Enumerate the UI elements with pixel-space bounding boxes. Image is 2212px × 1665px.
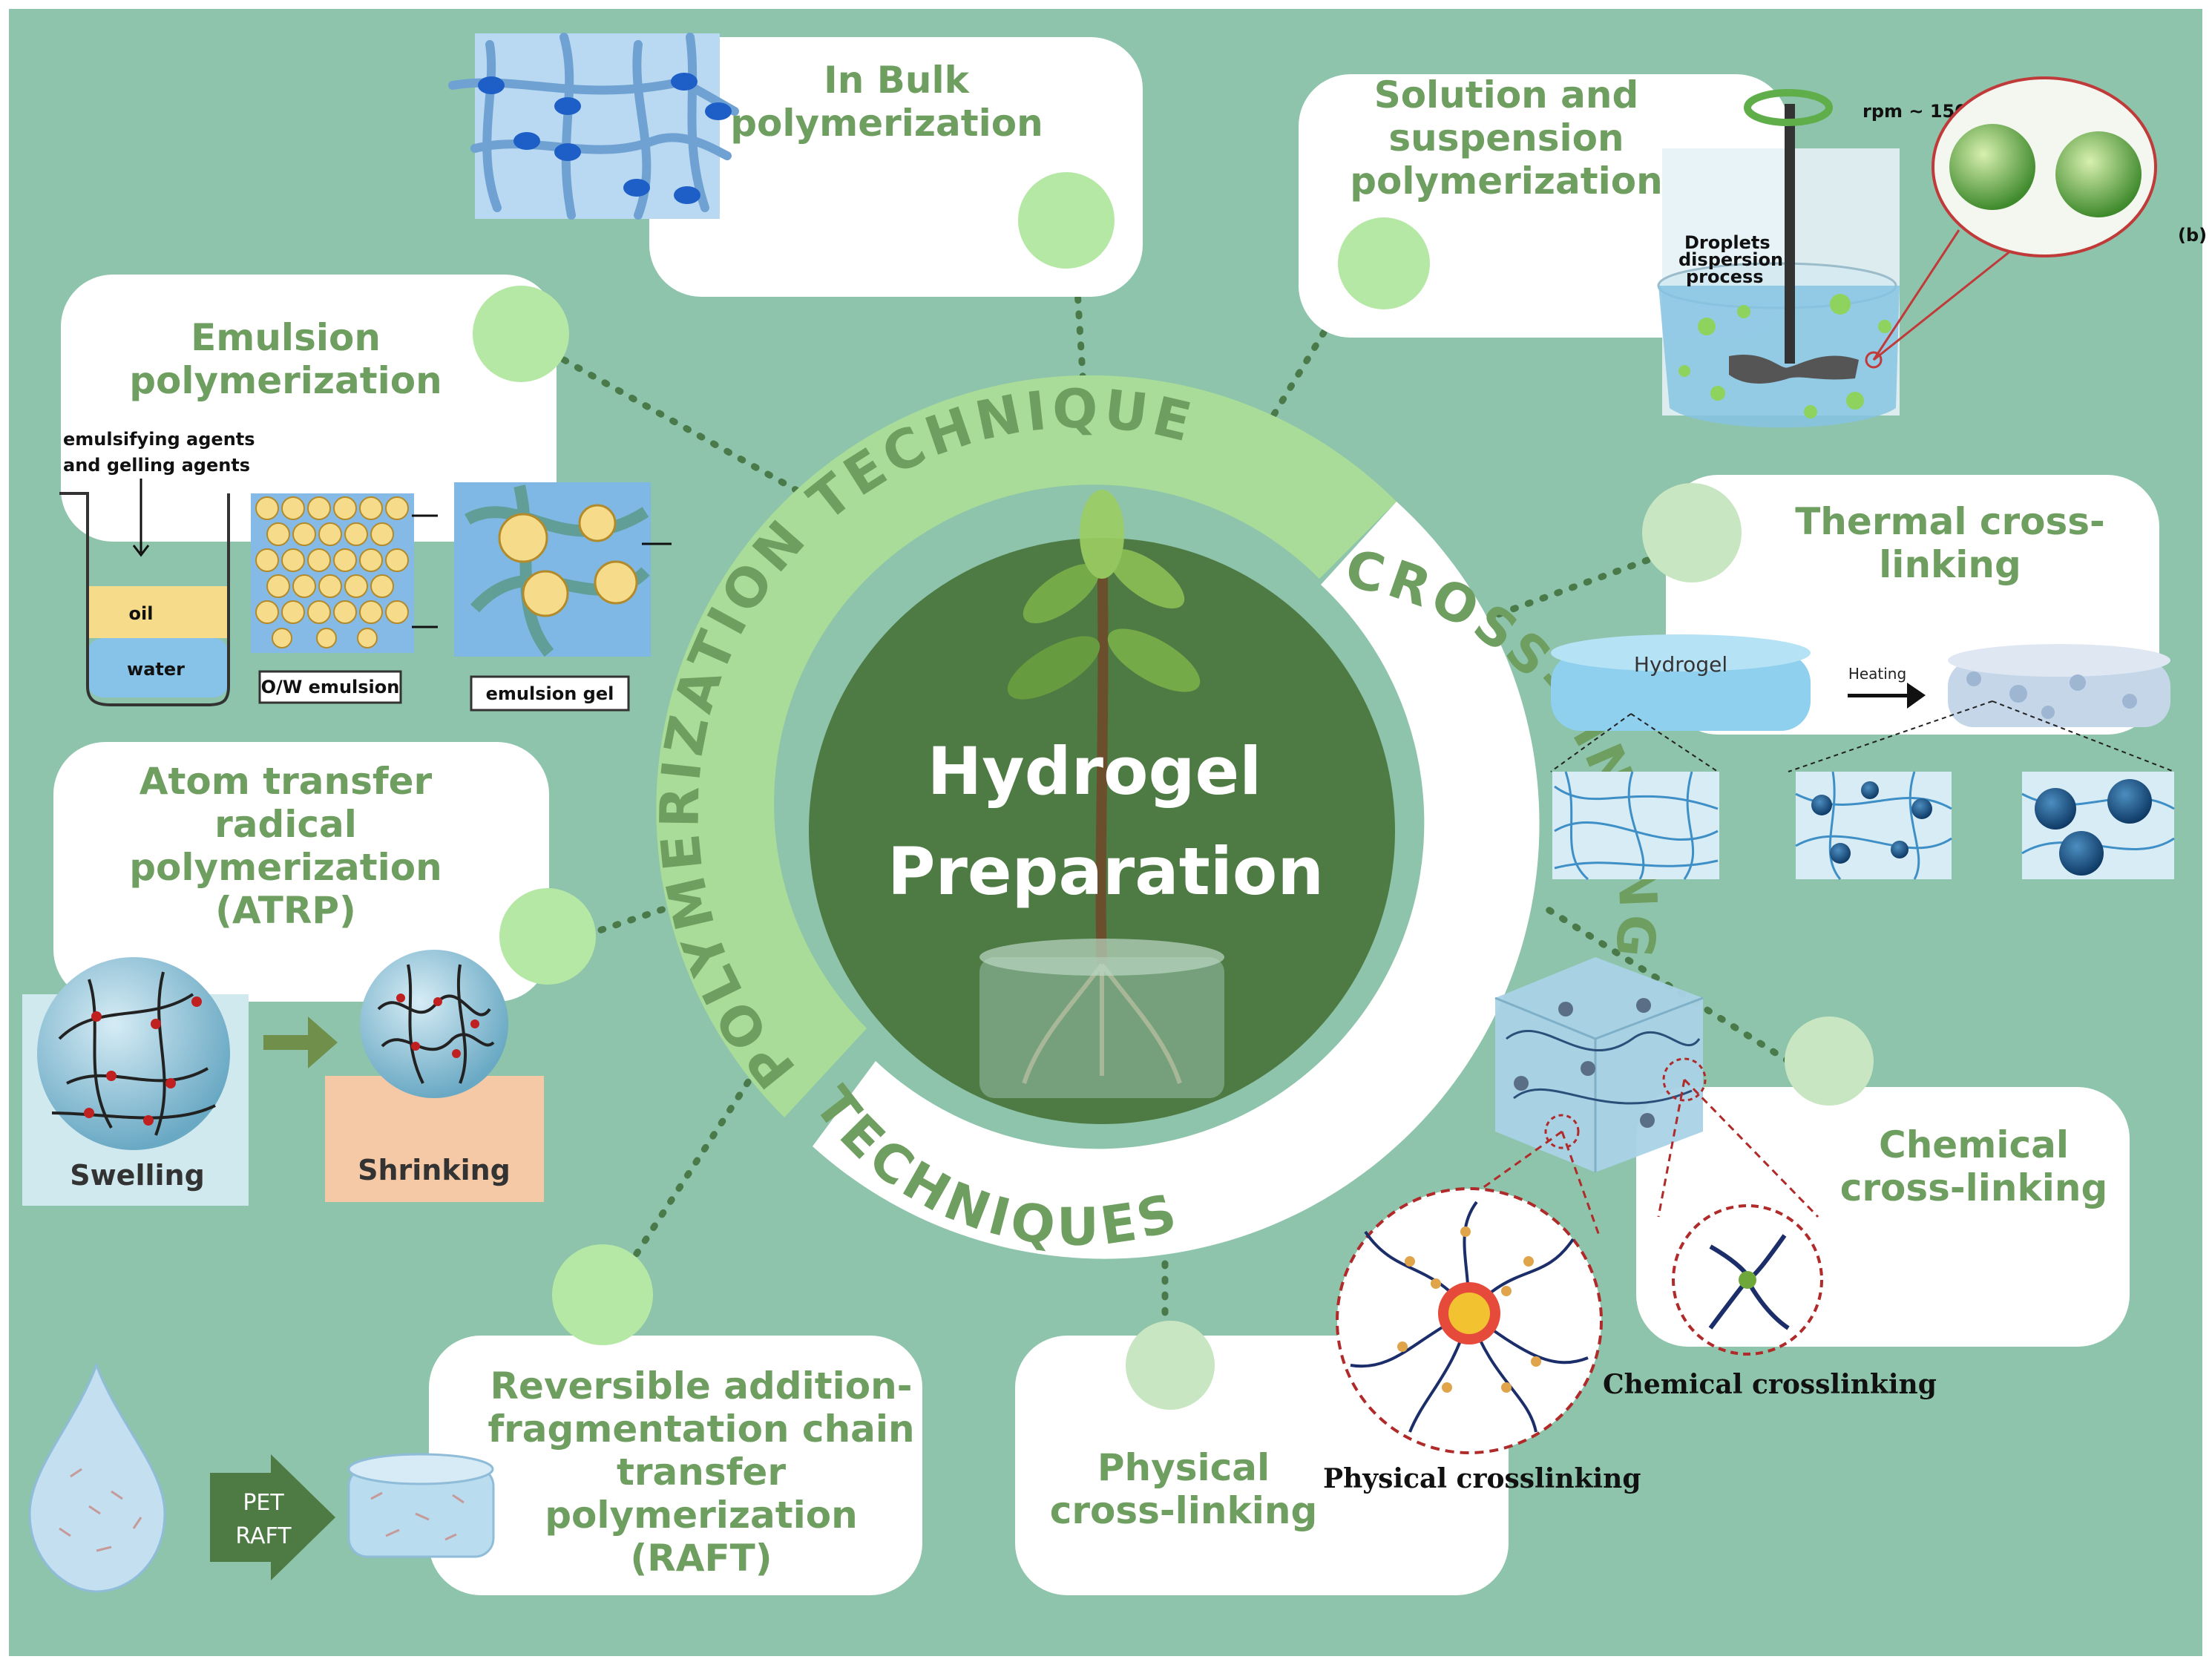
emulsion-water-label: water: [127, 659, 185, 680]
bulk-title-line2: polymerization: [730, 102, 1043, 145]
raft-pet-label: PET: [243, 1490, 284, 1516]
card-bulk: [649, 37, 1143, 297]
chemical-title-line1: Chemical: [1879, 1123, 2069, 1166]
polymerization-ring: [656, 375, 1397, 1118]
raft-title-line1: Reversible addition-: [490, 1364, 913, 1408]
raft-raft-label: RAFT: [235, 1523, 292, 1549]
atrp-shrinking-label: Shrinking: [358, 1154, 511, 1186]
raft-arrow-icon: [210, 1454, 335, 1580]
card-chemical: [1636, 1087, 2130, 1347]
atrp-title-line3: polymerization: [129, 846, 442, 889]
cards: [53, 37, 2159, 1595]
node-atrp: [499, 888, 596, 985]
raft-title-line4: polymerization: [545, 1494, 858, 1537]
emulsion-title-line2: polymerization: [129, 359, 442, 402]
emulsion-illustration: emulsifying agents and gelling agents oi…: [59, 429, 672, 712]
node-physical: [1126, 1321, 1215, 1410]
solution-panel-b: (b): [2178, 225, 2207, 246]
center-title-line2: Preparation: [887, 833, 1324, 910]
connector-atrp: [582, 902, 679, 939]
node-chemical: [1785, 1017, 1874, 1106]
solution-title-line1: Solution and: [1374, 73, 1639, 116]
physical-illustration: Physical crosslinking: [1323, 1187, 1641, 1494]
raft-illustration: PET RAFT: [28, 1362, 495, 1593]
emulsion-gel-caption: emulsion gel: [486, 683, 614, 704]
bulk-network-illustration: [448, 33, 739, 220]
solution-illustration: rpm ~ 1500 Droplets dispersion process (…: [1657, 76, 2207, 428]
atrp-title-line4: (ATRP): [215, 889, 356, 932]
raft-title-line2: fragmentation chain: [488, 1408, 914, 1451]
card-atrp: [53, 742, 549, 1002]
solution-droplets-line1: Droplets: [1684, 232, 1770, 253]
node-raft: [552, 1244, 653, 1345]
solution-title-line3: polymerization: [1350, 160, 1663, 203]
emulsion-title-line1: Emulsion: [191, 316, 381, 359]
atrp-title-line2: radical: [214, 803, 357, 846]
atrp-swelling-label: Swelling: [70, 1159, 205, 1192]
center-title-line1: Hydrogel: [928, 733, 1262, 809]
connector-thermal: [1480, 556, 1651, 623]
bulk-title-line1: In Bulk: [824, 59, 970, 102]
physical-title-line1: Physical: [1097, 1446, 1270, 1489]
thermal-title-line1: Thermal cross-: [1795, 500, 2105, 543]
card-emulsion: [61, 275, 557, 542]
emulsion-agents-line2: and gelling agents: [63, 455, 250, 476]
node-emulsion: [473, 286, 569, 382]
node-thermal: [1642, 483, 1742, 582]
connector-raft: [616, 1065, 761, 1284]
raft-title-line5: (RAFT): [630, 1537, 772, 1580]
thermal-hydrogel-label: Hydrogel: [1634, 652, 1727, 677]
thermal-heating-label: Heating: [1848, 665, 1906, 683]
physical-title-line2: cross-linking: [1050, 1489, 1318, 1532]
emulsion-oil-label: oil: [129, 603, 154, 624]
solution-droplets-line2: dispersion: [1678, 249, 1783, 270]
atrp-arrow-icon: [263, 1017, 338, 1068]
thermal-title-line2: linking: [1879, 543, 2021, 586]
physical-crosslinking-caption: Physical crosslinking: [1323, 1463, 1641, 1494]
card-raft: [429, 1336, 922, 1595]
plant-illustration: [979, 490, 1224, 1098]
chemical-crosslinking-caption: Chemical crosslinking: [1603, 1369, 1937, 1400]
thermal-illustration: Hydrogel Heating: [1550, 634, 2175, 881]
connector-emulsion: [560, 356, 813, 501]
nodes: [473, 172, 1874, 1410]
solution-droplets-line3: process: [1686, 266, 1764, 287]
solution-title-line2: suspension: [1388, 116, 1624, 160]
crosslinking-ring: [813, 502, 1540, 1259]
raft-title-line3: transfer: [617, 1451, 786, 1494]
node-bulk: [1018, 172, 1115, 269]
node-solution: [1338, 217, 1430, 309]
chemical-illustration: Chemical crosslinking: [1420, 957, 1937, 1400]
emulsion-agents-line1: emulsifying agents: [63, 429, 255, 450]
atrp-title-line1: Atom transfer: [140, 760, 433, 803]
connector-solution: [1265, 315, 1336, 427]
chemical-title-line2: cross-linking: [1840, 1166, 2108, 1209]
atrp-illustration: Swelling Shrinking: [22, 950, 544, 1206]
emulsion-ow-caption: O/W emulsion: [261, 677, 400, 697]
